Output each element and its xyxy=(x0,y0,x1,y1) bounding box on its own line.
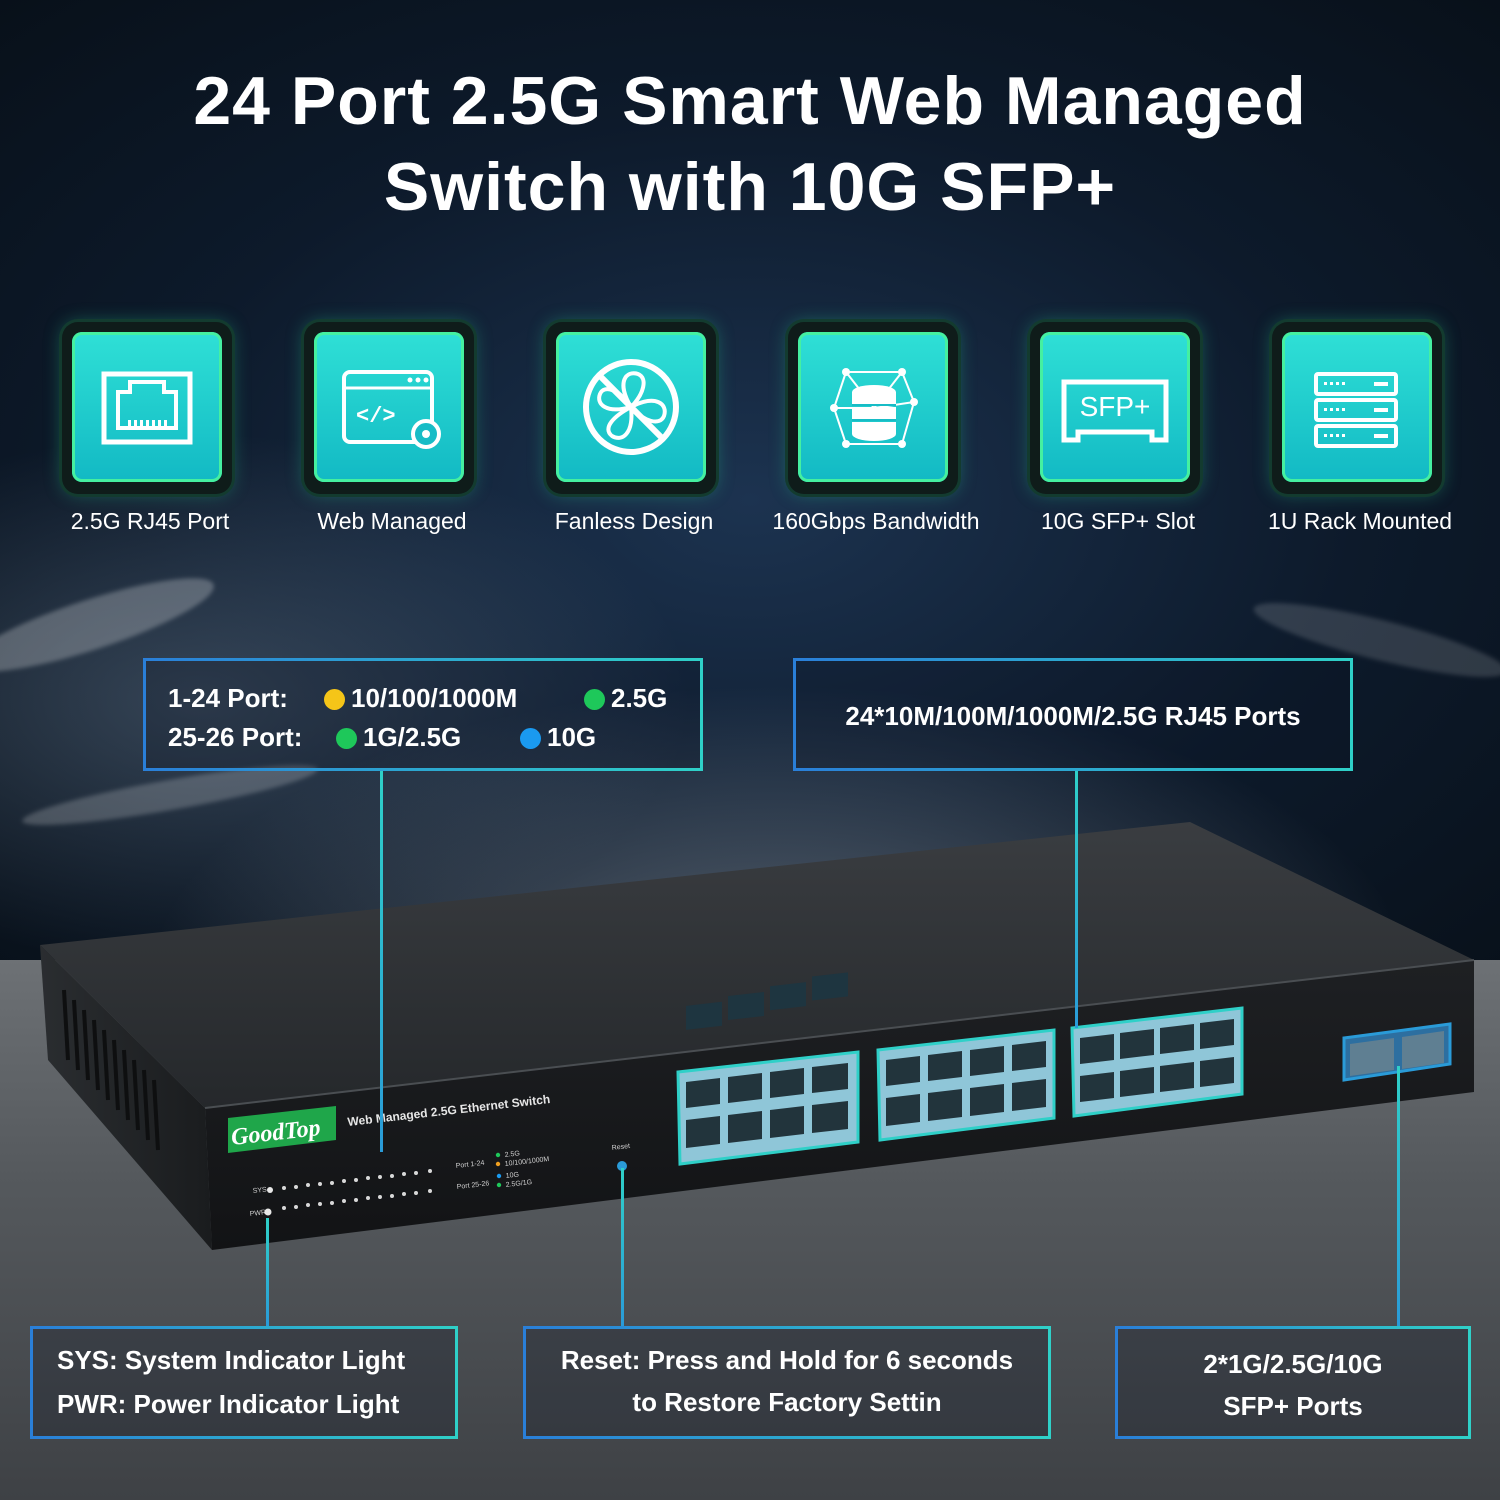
connector-line-reset xyxy=(621,1168,624,1326)
switch-top-panel xyxy=(40,822,1474,1108)
pwr-description: PWR: Power Indicator Light xyxy=(57,1389,400,1419)
legend-row-2-a-text: 1G/2.5G xyxy=(363,722,462,752)
sys-label: SYS xyxy=(252,1186,267,1195)
sys-led xyxy=(267,1187,273,1193)
rj45-ports-callout: 24*10M/100M/1000M/2.5G RJ45 Ports xyxy=(793,658,1353,771)
led-indicators xyxy=(264,1152,627,1216)
legend-10g: 10G xyxy=(505,1172,519,1180)
green-dot-icon xyxy=(336,728,357,749)
feature-label: Fanless Design xyxy=(554,508,714,534)
pwr-label: PWR xyxy=(249,1209,266,1218)
feature-label: 1U Rack Mounted xyxy=(1267,508,1453,534)
side-vents xyxy=(62,989,160,1151)
feature-tile: SFP+ xyxy=(1030,322,1200,494)
feature-tile: </> xyxy=(304,322,474,494)
feature-label: 10G SFP+ Slot xyxy=(1040,508,1196,534)
rj45-port-sockets xyxy=(686,1019,1234,1148)
no-fan-icon xyxy=(583,359,679,455)
legend-row-1-a: 10/100/1000M xyxy=(324,683,517,714)
legend-row-2-label: 25-26 Port: xyxy=(168,722,303,752)
legend-row-2-b-text: 10G xyxy=(547,722,597,752)
sfp-port-2 xyxy=(1402,1031,1444,1069)
port-leds-row-2 xyxy=(282,1189,432,1210)
rj45-ports-text: 24*10M/100M/1000M/2.5G RJ45 Ports xyxy=(845,701,1301,731)
sfp-description-line-2: SFP+ Ports xyxy=(1223,1391,1363,1421)
sfp-port-block xyxy=(1342,1022,1452,1082)
feature-label: Web Managed xyxy=(317,508,467,534)
legend-row-1-label: 1-24 Port: xyxy=(168,683,288,713)
indicator-light-callout: SYS: System Indicator Light PWR: Power I… xyxy=(30,1326,458,1439)
sfp-port-1 xyxy=(1350,1038,1394,1076)
sfp-description-line-1: 2*1G/2.5G/10G xyxy=(1203,1349,1383,1379)
legend-port-1-24: Port 1-24 xyxy=(455,1160,485,1170)
legend-row-2-b: 10G xyxy=(520,722,596,753)
feature-label: 2.5G RJ45 Port xyxy=(70,508,230,534)
legend-row-1-a-text: 10/100/1000M xyxy=(351,683,518,713)
pwr-led xyxy=(264,1208,272,1216)
web-code-gear-icon: </> xyxy=(342,370,441,449)
feature-label: 160Gbps Bandwidth xyxy=(772,508,980,534)
reset-callout: Reset: Press and Hold for 6 seconds to R… xyxy=(523,1326,1051,1439)
rj45-port-block-2 xyxy=(876,1028,1056,1142)
led-legend-callout: 1-24 Port: 10/100/1000M 2.5G 25-26 Port:… xyxy=(143,658,703,771)
legend-port-25-26: Port 25-26 xyxy=(456,1180,489,1191)
legend-2-5g-1g: 2.5G/1G xyxy=(505,1179,532,1189)
connector-line-rj45 xyxy=(1075,770,1078,1028)
sys-description: SYS: System Indicator Light xyxy=(57,1345,406,1375)
sfp-icon-text: SFP+ xyxy=(1080,391,1151,422)
connector-line-led xyxy=(380,770,383,1152)
sfp-slot-icon: SFP+ xyxy=(1061,379,1169,443)
legend-row-1-b: 2.5G xyxy=(584,683,667,714)
database-network-icon xyxy=(830,368,918,448)
rj45-port-block-3 xyxy=(1070,1006,1244,1118)
reset-label: Reset xyxy=(611,1143,630,1152)
yellow-dot-icon xyxy=(324,689,345,710)
reset-description-line-1: Reset: Press and Hold for 6 seconds xyxy=(560,1345,1014,1375)
feature-tile xyxy=(788,322,958,494)
title-line-2: Switch with 10G SFP+ xyxy=(383,149,1117,225)
rack-server-icon xyxy=(1314,372,1398,448)
blue-dot-icon xyxy=(520,728,541,749)
port-leds-row-1 xyxy=(282,1169,432,1190)
legend-row-1-b-text: 2.5G xyxy=(611,683,668,713)
green-dot-icon xyxy=(584,689,605,710)
feature-tile xyxy=(1272,322,1442,494)
feature-tile xyxy=(546,322,716,494)
svg-text:</>: </> xyxy=(356,404,396,429)
reset-button xyxy=(617,1161,627,1171)
title-line-1: 24 Port 2.5G Smart Web Managed xyxy=(193,63,1307,139)
connector-line-sfp xyxy=(1397,1066,1400,1326)
feature-tile xyxy=(62,322,232,494)
connector-line-indicator xyxy=(266,1218,269,1326)
rj45-port-icon xyxy=(101,371,193,445)
brand-plate xyxy=(228,1106,336,1153)
legend-2-5g: 2.5G xyxy=(504,1150,520,1159)
sfp-ports-callout: 2*1G/2.5G/10G SFP+ Ports xyxy=(1115,1326,1471,1439)
legend-row-2-a: 1G/2.5G xyxy=(336,722,461,753)
reset-description-line-2: to Restore Factory Settin xyxy=(632,1387,942,1417)
